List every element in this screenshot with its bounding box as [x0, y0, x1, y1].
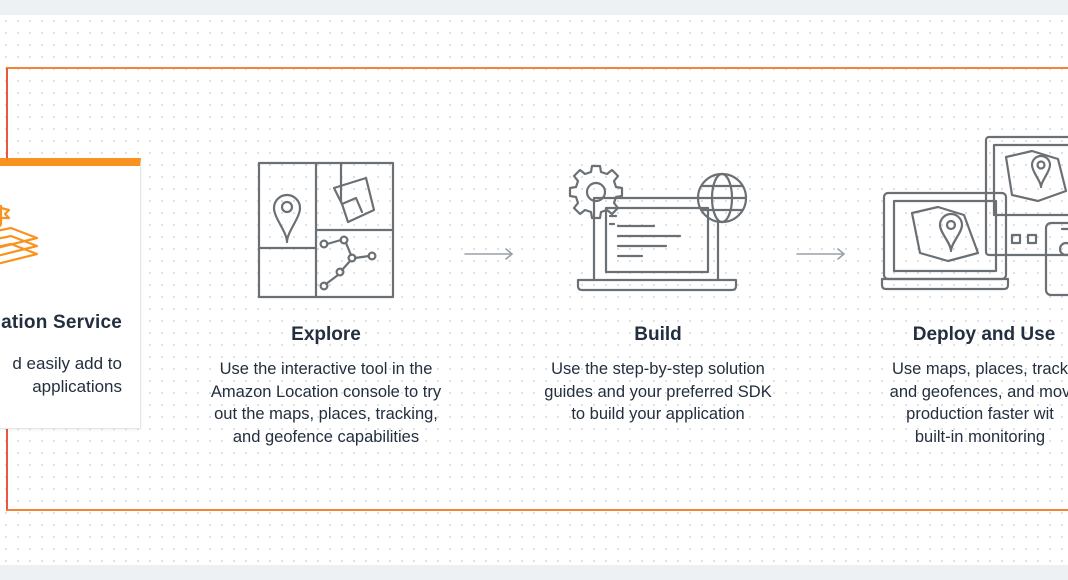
service-title: ation Service [1, 312, 122, 333]
step-deploy: Deploy and Use Use maps, places, track a… [848, 135, 1068, 446]
step-description: Use the interactive tool in the Amazon L… [210, 360, 442, 446]
step-description: Use maps, places, track and geofences, a… [889, 360, 1068, 446]
map-explore-icon [256, 160, 396, 300]
step-title: Deploy and Use [912, 324, 1056, 345]
laptop-code-icon [568, 160, 748, 300]
arrow-right-icon [796, 247, 846, 261]
step-title: Explore [291, 324, 361, 345]
devices-map-icon [880, 135, 1068, 297]
service-description: d easily add to applications [12, 354, 122, 396]
step-description: Use the step-by-step solution guides and… [544, 360, 772, 423]
diagram-canvas: ation Service d easily add to applicatio… [0, 15, 1068, 565]
service-card: ation Service d easily add to applicatio… [0, 158, 141, 429]
step-explore: Explore Use the interactive tool in the … [188, 160, 464, 446]
step-build: Build Use the step-by-step solution guid… [520, 160, 796, 440]
layers-location-icon [0, 194, 45, 278]
step-title: Build [634, 324, 682, 345]
arrow-right-icon [464, 247, 514, 261]
